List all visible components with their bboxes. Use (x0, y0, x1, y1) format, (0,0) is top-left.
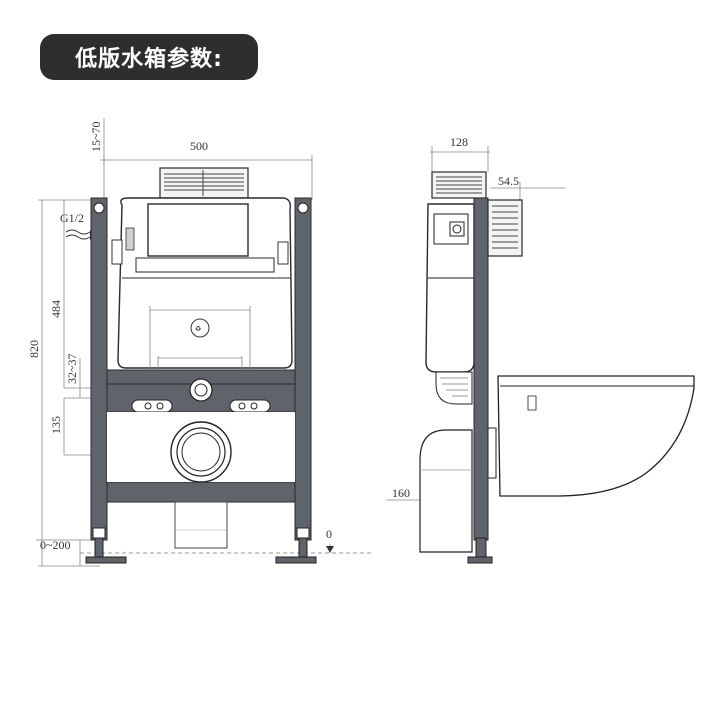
mounting-bolts-left (131, 399, 173, 413)
side-view: 128 54.5 160 (386, 135, 695, 564)
dim-text-top-offset: 15~70 (89, 122, 103, 153)
dim-text-drain-offset: 160 (392, 486, 410, 500)
recycle-icon (190, 318, 210, 338)
dim-text-tank-height: 484 (49, 300, 63, 318)
side-foot-plate (467, 556, 493, 564)
wall-hung-toilet (497, 375, 695, 497)
foot-plate-left (85, 556, 127, 564)
frame-right-upright (294, 197, 312, 541)
side-drain-flange (487, 427, 497, 479)
svg-text:♻: ♻ (195, 325, 201, 333)
cistern-top-grille (159, 167, 249, 199)
drain-outlet (107, 412, 295, 483)
side-adjustable-leg (475, 537, 487, 559)
dim-text-outlet-height: 135 (49, 416, 63, 434)
dim-text-inlet: G1/2 (60, 211, 84, 225)
adjustable-leg-right (298, 537, 308, 559)
rotate-tag (125, 227, 135, 251)
side-flush-plate-box (487, 199, 523, 257)
dim-text-width: 500 (190, 139, 208, 153)
mounting-bolts-right (229, 399, 271, 413)
side-top-grille (431, 171, 487, 199)
frame-bolt (93, 202, 105, 214)
side-drain-elbow (419, 429, 473, 553)
page-title: 低版水箱参数: (40, 34, 258, 80)
dim-text-bolt-range: 32~37 (65, 354, 79, 385)
frame-bolt (297, 202, 309, 214)
tank-access-panel (147, 203, 249, 257)
frame-crossbar-lower (106, 481, 296, 503)
dim-text-floor-zero: 0 (326, 527, 332, 541)
frame-left-upright (90, 197, 108, 541)
cistern-tank: ♻ (111, 197, 293, 390)
dim-text-total-height: 820 (27, 340, 41, 358)
front-view: 15~70 500 G1/2 820 484 230 180 32~37 135… (27, 118, 372, 567)
side-flush-bend (435, 371, 473, 405)
dim-text-foot-range: 0~200 (40, 538, 71, 552)
drain-pipe (174, 501, 228, 549)
floor-zero-arrowhead (326, 546, 334, 553)
adjustable-leg-left (94, 537, 104, 559)
side-frame-upright (473, 197, 489, 541)
dim-text-flush-plate: 54.5 (498, 174, 519, 188)
foot-plate-right (275, 556, 317, 564)
dim-text-depth: 128 (450, 135, 468, 149)
